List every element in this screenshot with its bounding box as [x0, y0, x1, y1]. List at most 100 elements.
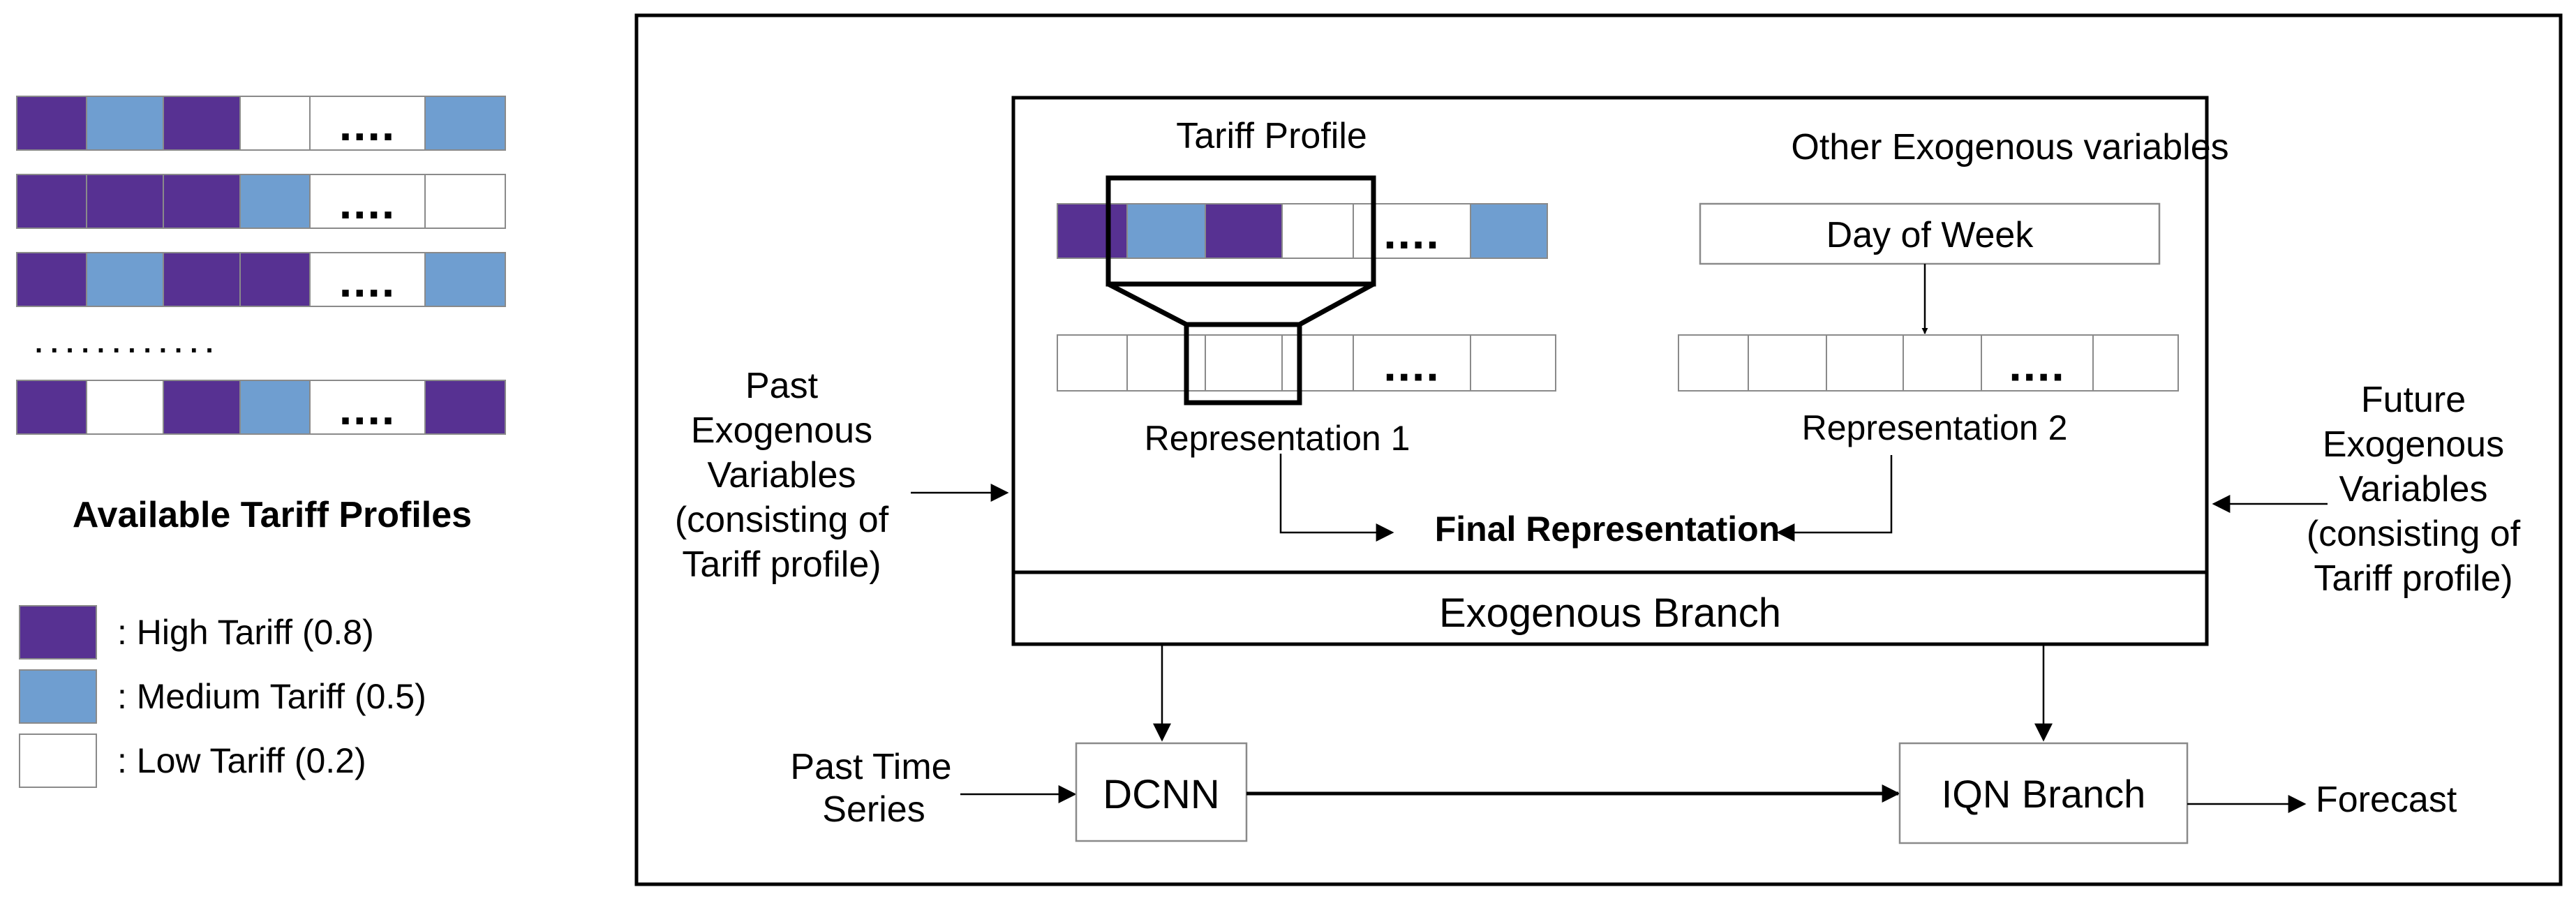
future-exog-line-4: (consisting of: [2307, 514, 2521, 554]
day-of-week-label: Day of Week: [1826, 215, 2034, 255]
profile-row-cell-medium: [239, 174, 311, 229]
profile-row-cell-low: [239, 96, 311, 151]
dcnn-label: DCNN: [1103, 772, 1220, 817]
tariff-profile-row: ....: [16, 252, 506, 307]
profile-row-dots: ....: [339, 98, 396, 150]
past-exog-line-5: Tariff profile): [682, 544, 881, 585]
legend-swatch-low: [19, 734, 97, 788]
representation-1-cell: [1353, 334, 1471, 392]
tariff-profile-cell-medium: [1470, 203, 1548, 259]
legend-swatch-medium: [19, 669, 97, 724]
exogenous-block: [1011, 96, 2209, 646]
representation-2-cell: [2092, 334, 2179, 392]
past-exog-line-2: Exogenous: [691, 410, 872, 451]
past-time-series-line-1: Past Time: [790, 747, 951, 787]
representation-2-cell: [1981, 334, 2094, 392]
profile-row-cell-medium: [424, 96, 506, 151]
profile-row-cell-dots: [309, 252, 426, 307]
iqn-branch-label: IQN Branch: [1942, 772, 2146, 816]
profile-row-cell-high: [16, 174, 87, 229]
final-representation-label: Final Representation: [1435, 509, 1780, 549]
day-of-week-box: [1699, 202, 2161, 265]
profile-row-cell-low: [424, 174, 506, 229]
profile-row-cell-high: [16, 96, 87, 151]
tariff-profile-cell-high: [1205, 203, 1283, 259]
legend-item-medium: : Medium Tariff (0.5): [19, 669, 426, 724]
tariff-profile-cell-high: [1057, 203, 1128, 259]
legend-item-high: : High Tariff (0.8): [19, 605, 374, 660]
profile-row-cell-high: [163, 174, 241, 229]
tariff-profile-bar: ....: [1057, 203, 1548, 259]
other-exogenous-title: Other Exogenous variables: [1791, 127, 2228, 167]
tariff-profile-cell-medium: [1126, 203, 1206, 259]
dcnn-box: [1075, 742, 1248, 842]
representation-1-cell: [1057, 334, 1128, 392]
past-exog-line-1: Past: [745, 366, 819, 406]
tariff-profile-dots: ....: [1383, 207, 1440, 258]
profile-row-cell-dots: [309, 96, 426, 151]
representation-1-cell: [1126, 334, 1206, 392]
legend-label-high: : High Tariff (0.8): [117, 613, 374, 652]
representation-1-dots: ....: [1383, 339, 1440, 391]
profile-row-cell-high: [163, 252, 241, 307]
profiles-ellipsis: . . . . . . . . . . . .: [35, 328, 214, 359]
tariff-profile-title: Tariff Profile: [1176, 116, 1367, 156]
representation-2-label: Representation 2: [1802, 408, 2068, 447]
profile-row-cell-high: [163, 380, 241, 435]
profile-row-cell-medium: [424, 252, 506, 307]
past-exog-line-3: Variables: [708, 455, 856, 496]
past-exog-line-4: (consisting of: [675, 500, 889, 540]
profile-row-cell-medium: [86, 252, 164, 307]
rep1-to-final-arrow: [1279, 454, 1394, 542]
available-tariff-profiles-title: Available Tariff Profiles: [73, 495, 472, 535]
legend-label-medium: : Medium Tariff (0.5): [117, 677, 426, 716]
profile-row-cell-high: [86, 174, 164, 229]
profile-row-cell-low: [86, 380, 164, 435]
rep2-to-final-arrow: [1776, 455, 1893, 542]
convolution-funnel: [1107, 281, 1375, 327]
exogenous-branch-label: Exogenous Branch: [1439, 590, 1781, 636]
representation-2-cell: [1678, 334, 1749, 392]
representation-1-cell: [1281, 334, 1354, 392]
profile-row-cell-high: [16, 252, 87, 307]
representation-2-cell: [1826, 334, 1904, 392]
profile-row-cell-dots: [309, 174, 426, 229]
tariff-profile-row: ....: [16, 96, 506, 151]
iqn-branch-box: [1898, 742, 2189, 844]
legend-item-low: : Low Tariff (0.2): [19, 734, 366, 788]
profile-row-cell-high: [424, 380, 506, 435]
profile-row-dots: ....: [339, 255, 396, 306]
convolution-window: [1105, 175, 1376, 287]
profile-row-cell-high: [163, 96, 241, 151]
future-exog-line-5: Tariff profile): [2314, 558, 2512, 599]
representation-1-label: Representation 1: [1145, 419, 1410, 458]
forecast-label: Forecast: [2316, 780, 2457, 820]
future-exog-line-1: Future: [2361, 380, 2466, 420]
representation-2-dots: ....: [2009, 339, 2065, 391]
representation-2-cell: [1903, 334, 1982, 392]
profile-row-dots: ....: [339, 382, 396, 434]
profile-row-cell-medium: [86, 96, 164, 151]
model-frame: [634, 13, 2563, 886]
kernel-window: [1184, 322, 1302, 405]
profile-row-cell-high: [239, 252, 311, 307]
representation-1-bar: ....: [1057, 334, 1556, 392]
profile-row-dots: ....: [339, 177, 396, 228]
profile-row-cell-medium: [239, 380, 311, 435]
representation-2-cell: [1748, 334, 1827, 392]
tariff-profile-row: ....: [16, 380, 506, 435]
past-time-series-line-2: Series: [822, 789, 925, 830]
representation-1-cell: [1205, 334, 1283, 392]
legend-label-low: : Low Tariff (0.2): [117, 741, 366, 780]
future-exog-line-3: Variables: [2339, 469, 2488, 509]
tariff-profile-cell-low: [1281, 203, 1354, 259]
representation-2-bar: ....: [1678, 334, 2179, 392]
tariff-profile-row: ....: [16, 174, 506, 229]
legend-swatch-high: [19, 605, 97, 660]
future-exog-line-2: Exogenous: [2323, 424, 2504, 465]
representation-1-cell: [1470, 334, 1556, 392]
profile-row-cell-high: [16, 380, 87, 435]
